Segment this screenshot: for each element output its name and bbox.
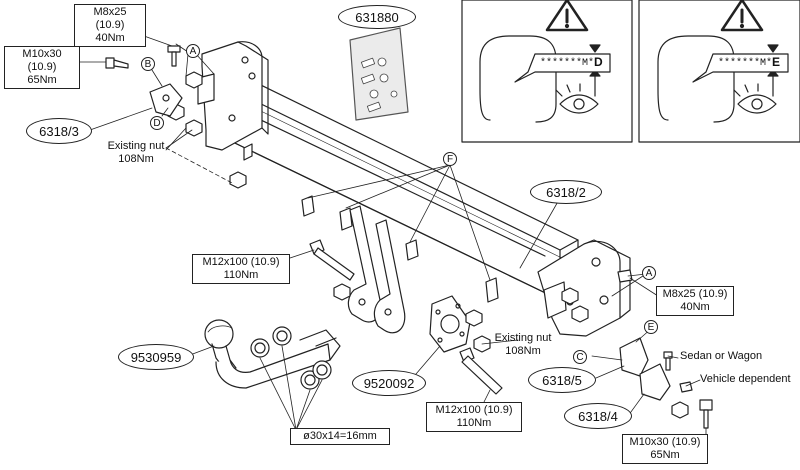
nuts <box>167 71 689 419</box>
existing-nut-left: Existing nut 108Nm <box>104 140 168 166</box>
callout-f: F <box>443 152 457 166</box>
mid-bolt-torque: 110Nm <box>223 269 259 281</box>
right-bolt-torque: 40Nm <box>680 301 710 313</box>
right-side-bracket <box>537 239 631 337</box>
bottom-bolt-torque: 110Nm <box>456 417 492 429</box>
panel-d-tag-text: *******M* <box>540 58 595 69</box>
socket-plate <box>429 295 471 353</box>
bracket-6318-3 <box>149 83 183 117</box>
warning-triangle-icon <box>720 0 764 32</box>
existing-nut-right: Existing nut 108Nm <box>490 332 556 358</box>
callout-a-right: A <box>642 266 656 280</box>
eye-icon <box>559 94 599 114</box>
panel-d-tag-shape <box>514 53 611 83</box>
warning-panel-e-frame <box>638 0 800 143</box>
hanging-tabs <box>243 143 499 303</box>
top-bolt-torque: 40Nm <box>95 32 125 44</box>
panel-e-tag-letter: E <box>772 55 781 69</box>
bracket-6318-5 <box>619 337 649 377</box>
bottom-right-bolt-spec-box: M10x30 (10.9) 65Nm <box>622 434 708 464</box>
panel-e-tag-text: *******M* <box>718 58 773 69</box>
existing-nut-right-label: Existing nut <box>494 332 552 344</box>
warning-panel-d-frame <box>461 0 633 143</box>
mid-bolt-spec: M12x100 (10.9) <box>202 256 280 268</box>
warning-triangle-icon <box>545 0 589 32</box>
bottom-bolt-spec-box: M12x100 (10.9) 110Nm <box>426 402 522 432</box>
callout-a-top: A <box>186 44 200 58</box>
note-sedan-wagon: Sedan or Wagon <box>680 350 763 362</box>
spacer-dimension-box: ø30x14=16mm <box>290 428 390 445</box>
right-bolt-spec-box: M8x25 (10.9) 40Nm <box>656 286 734 316</box>
neck-plates <box>347 205 406 334</box>
panel-e-drawing <box>657 35 779 123</box>
part-label-6318-4: 6318/4 <box>564 403 632 429</box>
existing-nut-left-torque: 108Nm <box>118 153 154 165</box>
left-bolt-spec: M10x30 (10.9) <box>22 48 62 73</box>
part-label-6318-5: 6318/5 <box>528 367 596 393</box>
top-bolt-spec: M8x25 (10.9) <box>93 6 127 31</box>
kit-card-items <box>360 57 398 113</box>
part-label-6318-2: 6318/2 <box>530 180 602 204</box>
top-bolt-spec-box: M8x25 (10.9) 40Nm <box>74 4 146 47</box>
left-side-bracket <box>197 41 269 151</box>
panel-d-tag-letter: D <box>594 55 603 69</box>
leader-lines <box>79 35 707 437</box>
existing-nut-left-label: Existing nut <box>107 140 165 152</box>
spacer-dimension: ø30x14=16mm <box>303 430 377 442</box>
callout-b: B <box>141 57 155 71</box>
kit-number-label: 631880 <box>338 5 416 29</box>
callout-c: C <box>573 350 587 364</box>
bottom-right-bolt-torque: 65Nm <box>650 449 680 461</box>
note-vehicle-dependent: Vehicle dependent <box>700 373 791 385</box>
right-bolt-spec: M8x25 (10.9) <box>662 288 728 300</box>
tow-ball-neck <box>204 319 341 389</box>
left-bolt-torque: 65Nm <box>27 74 57 86</box>
bolts <box>105 45 713 429</box>
part-label-9530959: 9530959 <box>118 344 194 370</box>
bottom-right-bolt-spec: M10x30 (10.9) <box>629 436 701 448</box>
spacers <box>250 326 332 390</box>
mid-bolt-spec-box: M12x100 (10.9) 110Nm <box>192 254 290 284</box>
eye-icon <box>737 94 777 114</box>
panel-e-tag-shape <box>692 53 789 83</box>
part-label-9520092: 9520092 <box>352 370 426 396</box>
bracket-6318-4 <box>639 363 671 401</box>
panel-d-drawing <box>479 35 601 123</box>
bottom-bolt-spec: M12x100 (10.9) <box>435 404 513 416</box>
part-label-6318-3: 6318/3 <box>26 118 92 144</box>
callout-d: D <box>150 116 164 130</box>
left-bolt-spec-box: M10x30 (10.9) 65Nm <box>4 46 80 89</box>
existing-nut-right-torque: 108Nm <box>505 345 541 357</box>
callout-e: E <box>644 320 658 334</box>
